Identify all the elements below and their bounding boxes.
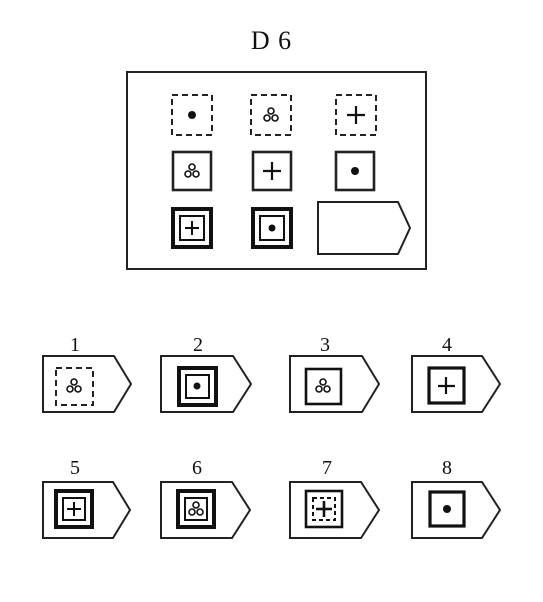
matrix-cell-2-1 bbox=[171, 150, 213, 192]
option-number-5: 5 bbox=[70, 457, 80, 479]
option-3[interactable] bbox=[289, 355, 381, 413]
trefoil-icon bbox=[263, 107, 279, 122]
option-4[interactable] bbox=[411, 355, 502, 413]
trefoil-icon bbox=[184, 163, 200, 178]
option-number-8: 8 bbox=[442, 457, 452, 479]
plus-icon bbox=[316, 501, 332, 517]
option-8[interactable] bbox=[411, 481, 502, 539]
option-7[interactable] bbox=[289, 481, 381, 539]
option-number-2: 2 bbox=[193, 334, 203, 356]
matrix-cell-3-2 bbox=[251, 207, 293, 249]
option-6[interactable] bbox=[160, 481, 252, 539]
option-1[interactable] bbox=[42, 355, 133, 413]
dot-icon bbox=[351, 167, 359, 175]
trefoil-icon bbox=[66, 378, 82, 393]
trefoil-icon bbox=[188, 501, 204, 516]
matrix-cell-3-1 bbox=[171, 207, 213, 249]
plus-icon bbox=[347, 106, 365, 124]
option-number-4: 4 bbox=[442, 334, 452, 356]
dot-icon bbox=[443, 505, 451, 513]
option-2[interactable] bbox=[160, 355, 253, 413]
dot-icon bbox=[188, 111, 196, 119]
option-number-7: 7 bbox=[322, 457, 332, 479]
matrix-cell-2-3 bbox=[334, 150, 376, 192]
dot-icon bbox=[268, 224, 276, 232]
trefoil-icon bbox=[315, 378, 331, 393]
matrix-cell-1-2 bbox=[250, 94, 292, 136]
matrix-cell-1-3 bbox=[335, 94, 377, 136]
plus-icon bbox=[263, 162, 281, 180]
puzzle-title: D 6 bbox=[250, 26, 293, 55]
option-number-6: 6 bbox=[192, 457, 202, 479]
option-5[interactable] bbox=[42, 481, 132, 539]
dot-icon bbox=[193, 382, 201, 390]
missing-cell-placeholder bbox=[317, 201, 412, 255]
matrix-frame bbox=[126, 71, 427, 270]
option-number-3: 3 bbox=[320, 334, 330, 356]
matrix-cell-2-2 bbox=[251, 150, 293, 192]
plus-icon bbox=[67, 502, 81, 516]
plus-icon bbox=[438, 377, 455, 394]
option-number-1: 1 bbox=[70, 334, 80, 356]
plus-icon bbox=[185, 221, 199, 235]
matrix-cell-1-1 bbox=[171, 94, 213, 136]
